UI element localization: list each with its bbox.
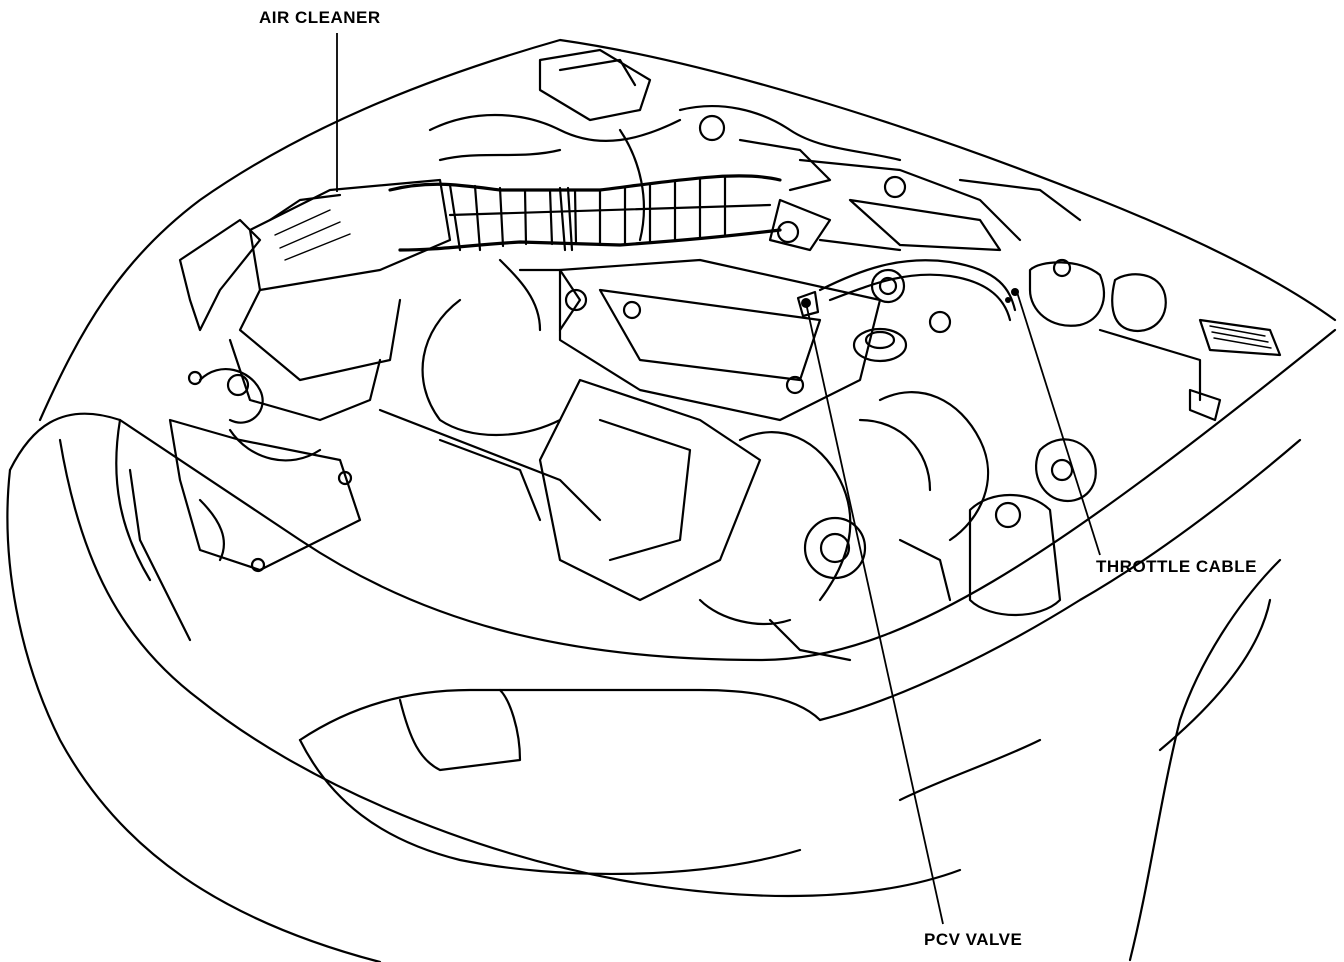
throttle-cable-line (818, 259, 1019, 322)
leader-lines (336, 33, 1101, 925)
pcv-valve-label: PCV VALVE (924, 930, 1023, 949)
intake-duct (388, 174, 782, 252)
car-body-outline (6, 38, 1337, 962)
right-side-components (852, 258, 1282, 616)
air-cleaner-label: AIR CLEANER (259, 8, 381, 27)
engine-block (378, 258, 882, 602)
upper-components (428, 48, 1082, 252)
throttle-cable-label: THROTTLE CABLE (1096, 557, 1257, 576)
air-cleaner-housing (168, 178, 452, 573)
lower-components (698, 391, 990, 662)
